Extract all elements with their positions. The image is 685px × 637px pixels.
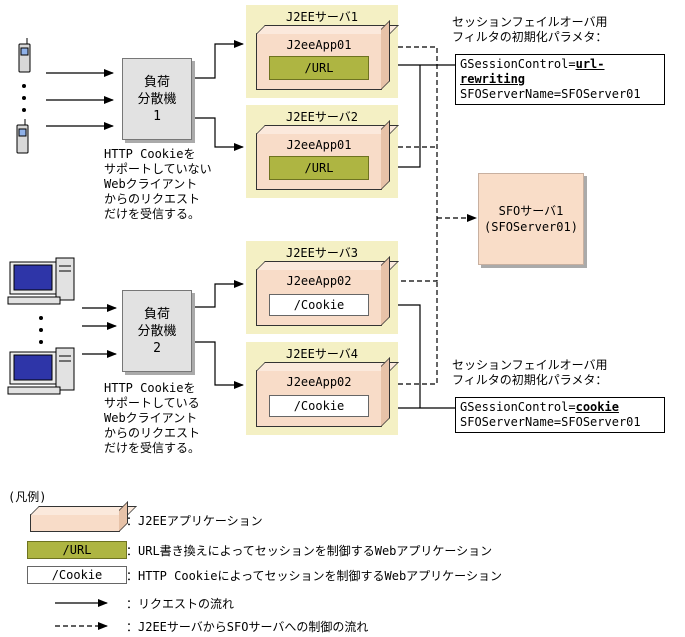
legend-item-request-flow: ：リクエストの流れ (126, 597, 235, 611)
lb1-note: HTTP Cookieを サポートしていない Webクライアント からのリクエス… (104, 147, 212, 222)
legend-cookie-sample: /Cookie (27, 566, 127, 584)
control-flow-dashed-lines (398, 46, 477, 385)
desktop-pc-icon (7, 347, 75, 395)
legend-title: (凡例) (8, 490, 47, 504)
lb2-note: HTTP Cookieを サポートしている Webクライアント からのリクエスト… (104, 381, 200, 456)
param-heading-1: セッションフェイルオーバ用 フィルタの初期化パラメタ： (452, 15, 608, 45)
request-arrows-to-servers-1-2 (194, 40, 244, 151)
legend-item-url: ：URL書き換えによってセッションを制御するWebアプリケーション (126, 544, 493, 558)
load-balancer-2: 負荷 分散機 2 (122, 290, 192, 372)
legend-item-cookie: ：HTTP Cookieによってセッションを制御するWebアプリケーション (126, 569, 502, 583)
mobile-phone-icon (18, 38, 31, 73)
j2ee-application: J2eeApp01 /URL (256, 133, 382, 190)
lb-label-line: 分散機 (137, 323, 177, 339)
param-box-1: GSessionControl=url-rewriting SFOServerN… (455, 54, 665, 105)
param-heading-line: フィルタの初期化パラメタ： (452, 373, 608, 387)
application-name: J2eeApp02 (286, 375, 352, 389)
j2ee-server-1: J2EEサーバ1 J2eeApp01 /URL (246, 5, 398, 98)
param-box-2: GSessionControl=cookie SFOServerName=SFO… (455, 397, 665, 433)
note-line: サポートしている (104, 396, 200, 410)
j2ee-server-2: J2EEサーバ2 J2eeApp01 /URL (246, 105, 398, 198)
legend-url-sample: /URL (27, 541, 127, 559)
note-line: だけを受信する。 (104, 441, 201, 455)
server-title: J2EEサーバ2 (285, 110, 358, 124)
request-arrows-lb2 (82, 304, 117, 358)
note-line: Webクライアント (104, 411, 198, 425)
cookie-module: /Cookie (269, 294, 369, 316)
legend-item-app: ：J2EEアプリケーション (126, 514, 263, 528)
note-line: HTTP Cookieを (104, 381, 196, 395)
note-line: HTTP Cookieを (104, 147, 196, 161)
legend-app-sample (30, 514, 120, 532)
lb-label-line: 1 (153, 108, 161, 124)
sfo-server-name: SFOサーバ1 (498, 204, 564, 218)
load-balancer-1: 負荷 分散機 1 (122, 58, 192, 140)
param-value: cookie (575, 400, 619, 414)
url-rewriting-module: /URL (269, 156, 369, 180)
mobile-phone-icon (16, 119, 29, 154)
note-line: だけを受信する。 (104, 207, 201, 221)
application-name: J2eeApp01 (286, 138, 352, 152)
ellipsis-dots (22, 84, 43, 344)
param-key: GSessionControl= (460, 400, 576, 414)
j2ee-application: J2eeApp01 /URL (256, 33, 382, 90)
application-name: J2eeApp02 (286, 274, 352, 288)
param-value: url-rewriting (460, 57, 605, 86)
note-line: からのリクエスト (104, 426, 201, 440)
sfo-server-id: (SFOServer01) (484, 220, 578, 234)
cookie-module: /Cookie (269, 395, 369, 417)
request-arrows-lb1 (46, 69, 114, 130)
param-line: GSessionControl=cookie (460, 400, 660, 415)
param-heading-line: セッションフェイルオーバ用 (452, 15, 608, 29)
legend-item-control-flow: ：J2EEサーバからSFOサーバへの制御の流れ (126, 620, 369, 634)
j2ee-server-3: J2EEサーバ3 J2eeApp02 /Cookie (246, 241, 398, 334)
application-name: J2eeApp01 (286, 38, 352, 52)
param-key: GSessionControl= (460, 57, 576, 71)
lb-label-line: 分散機 (137, 91, 177, 107)
j2ee-application: J2eeApp02 /Cookie (256, 269, 382, 326)
param-line: GSessionControl=url-rewriting (460, 57, 660, 87)
lb-label-line: 負荷 (143, 306, 170, 322)
note-line: からのリクエスト (104, 192, 201, 206)
param-heading-2: セッションフェイルオーバ用 フィルタの初期化パラメタ： (452, 358, 608, 388)
server-title: J2EEサーバ3 (285, 246, 358, 260)
server-title: J2EEサーバ1 (285, 10, 358, 24)
j2ee-server-4: J2EEサーバ4 J2eeApp02 /Cookie (246, 342, 398, 435)
lb-label-line: 負荷 (143, 74, 170, 90)
note-line: Webクライアント (104, 177, 198, 191)
sfo-server: SFOサーバ1 (SFOServer01) (478, 173, 584, 265)
param-heading-line: フィルタの初期化パラメタ： (452, 30, 608, 44)
lb-label-line: 2 (153, 340, 161, 356)
param-line: SFOServerName=SFOServer01 (460, 415, 641, 429)
request-arrows-to-servers-3-4 (194, 280, 244, 389)
note-line: サポートしていない (104, 162, 212, 176)
desktop-pc-icon (7, 257, 75, 305)
legend-lines (55, 599, 108, 630)
j2ee-application: J2eeApp02 /Cookie (256, 370, 382, 427)
url-rewriting-module: /URL (269, 56, 369, 80)
param-heading-line: セッションフェイルオーバ用 (452, 358, 608, 372)
param-line: SFOServerName=SFOServer01 (460, 87, 641, 101)
server-title: J2EEサーバ4 (285, 347, 358, 361)
